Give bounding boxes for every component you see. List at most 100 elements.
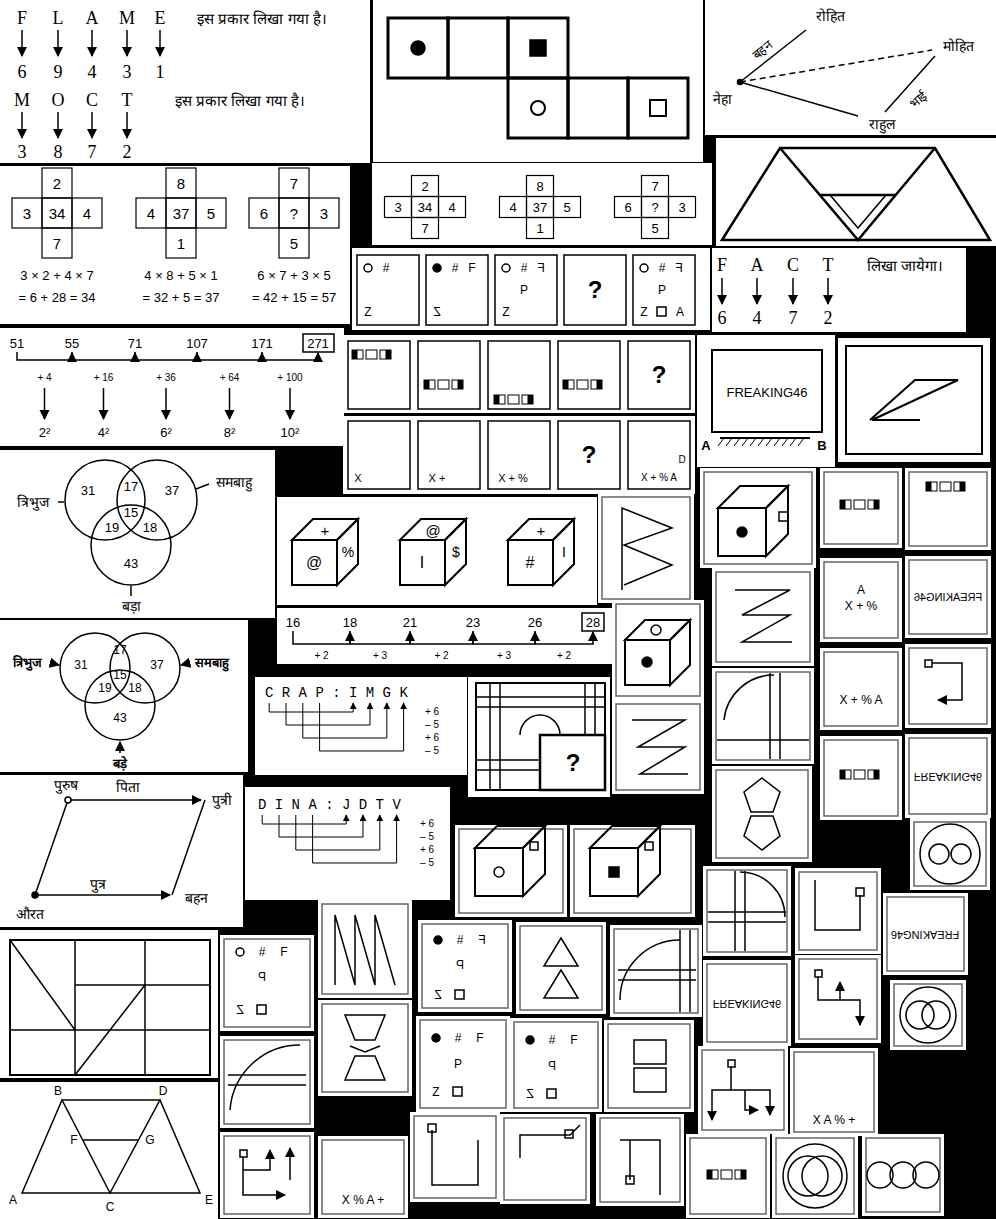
label: 8²: [224, 426, 236, 439]
panel: [712, 668, 814, 764]
figure-rect: [424, 380, 430, 389]
figure-rect: [590, 848, 638, 896]
figure-path: [473, 631, 535, 644]
label: 31: [74, 659, 87, 671]
figure-rect: [357, 255, 419, 325]
label: F: [675, 262, 682, 274]
figure-rect: [707, 870, 787, 952]
panel: [698, 1046, 788, 1134]
figure-rect: [488, 421, 550, 489]
figure-line: [62, 1099, 160, 1101]
pentagon: [744, 816, 780, 850]
figure-rect: [303, 334, 334, 352]
label: 51: [10, 337, 24, 350]
figure-rect: [224, 1136, 310, 1214]
figure-rect: [322, 904, 408, 994]
figure-circle: [920, 824, 980, 884]
panel: [686, 1134, 770, 1218]
figure-circle: [642, 657, 652, 667]
label: FREAKING46: [891, 929, 959, 940]
label: P: [520, 284, 528, 296]
figure-circle: [434, 936, 442, 944]
label: E: [205, 1194, 213, 1206]
label: 18: [343, 616, 357, 629]
figure-rect: [309, 198, 339, 228]
figure-rect: [669, 197, 696, 218]
figure-line: [229, 388, 231, 419]
figure-circle: [110, 633, 180, 703]
label: FREAKING46: [727, 386, 808, 399]
panel: [795, 955, 881, 1043]
figure-rect: [856, 888, 864, 896]
figure-rect: [645, 842, 653, 850]
label: 43: [124, 557, 138, 570]
figure-rect: [418, 421, 480, 489]
label: + 3: [373, 651, 387, 661]
figure-path: [712, 1090, 731, 1120]
label: #: [259, 946, 266, 958]
figure-path: [286, 703, 370, 725]
figure-line: [689, 930, 691, 1012]
figure-rect: [894, 984, 962, 1046]
label: 6 × 7 + 3 × 5: [257, 269, 330, 282]
figure-rect: [352, 350, 358, 359]
label: @: [425, 523, 440, 538]
figure-rect: [707, 964, 787, 1042]
figure-rect: [547, 1089, 556, 1098]
figure-path: [345, 1015, 385, 1040]
figure-rect: [799, 959, 877, 1039]
label: G: [145, 1134, 154, 1146]
panel: [697, 335, 835, 467]
figure-rect: [628, 341, 690, 409]
label: बड़ा: [122, 599, 141, 613]
label: 17: [113, 644, 126, 656]
label: बहन: [185, 891, 208, 905]
figure-rect: [565, 1130, 573, 1138]
label: #: [526, 555, 535, 571]
figure-line: [126, 112, 128, 138]
figure-path: [735, 590, 792, 642]
figure-rect: [420, 1020, 506, 1108]
label: इस प्रकार लिखा गया है।: [175, 93, 305, 108]
label: A: [857, 584, 865, 596]
figure-rect: [707, 1170, 713, 1179]
figure-rect: [799, 872, 877, 950]
panel: [820, 736, 902, 820]
figure-rect: [224, 939, 310, 1027]
label: 37: [150, 659, 163, 671]
panel: [883, 893, 968, 975]
figure-line: [618, 979, 696, 981]
label: पुत्र: [90, 877, 106, 891]
figure-line: [91, 30, 93, 56]
figure-line: [708, 911, 786, 913]
label: B: [54, 1085, 62, 1097]
panel: [0, 1082, 218, 1219]
label: X % A +: [342, 1194, 384, 1206]
figure-rect: [42, 198, 72, 228]
label: + 2: [434, 651, 448, 661]
figure-circle: [236, 948, 244, 956]
label: 6²: [160, 426, 172, 439]
label: भाई: [905, 88, 930, 112]
label: राहुल: [869, 117, 895, 131]
figure-rect: [563, 380, 569, 389]
figure-rect: [909, 648, 987, 724]
panel: [838, 338, 990, 462]
figure-path: [622, 508, 672, 590]
label: + 100: [277, 373, 302, 383]
figure-rect: [292, 540, 337, 585]
label: 8: [536, 180, 543, 193]
panel: [820, 558, 902, 642]
panel: [712, 766, 812, 862]
figure-path: [620, 1140, 660, 1195]
figure-rect: [530, 842, 538, 850]
figure-path: [818, 977, 860, 1025]
label: 2: [123, 143, 132, 161]
figure-path: [17, 352, 72, 360]
pentagon: [744, 778, 780, 812]
figure-circle: [32, 892, 38, 898]
figure-path: [724, 675, 774, 720]
figure-path: [243, 1157, 285, 1195]
figure-rect: [657, 307, 666, 316]
label: औरत: [16, 907, 44, 921]
